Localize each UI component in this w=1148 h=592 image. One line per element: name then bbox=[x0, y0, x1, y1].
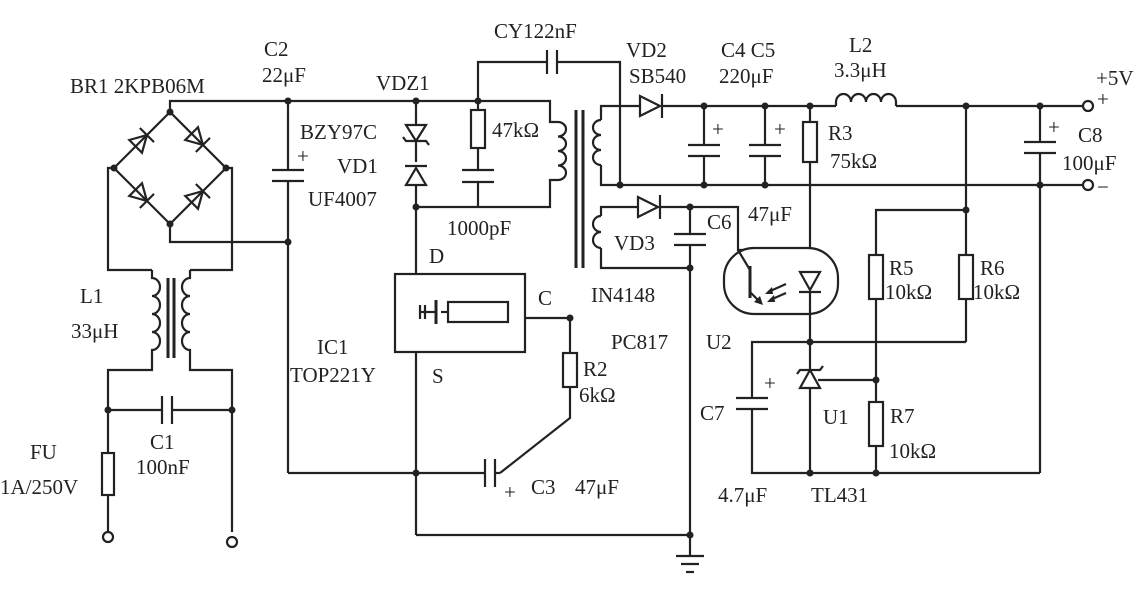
c7-value-label: 4.7μF bbox=[718, 483, 767, 507]
tl431-label: TL431 bbox=[811, 483, 868, 507]
r7-value-label: 10kΩ bbox=[889, 439, 936, 463]
cy-label: CY122nF bbox=[494, 19, 577, 43]
sb540-label: SB540 bbox=[629, 64, 686, 88]
resistor-r2 bbox=[499, 318, 579, 474]
c3-name-label: C3 bbox=[531, 475, 556, 499]
in4148-label: IN4148 bbox=[591, 283, 655, 307]
resistor-r6 bbox=[957, 253, 975, 342]
c2-plus-sign: + bbox=[297, 144, 309, 168]
bridge-rectifier-br1 bbox=[110, 108, 230, 228]
shunt-regulator-u1 bbox=[796, 292, 880, 477]
u2-label: U2 bbox=[706, 330, 732, 354]
resistor-r7 bbox=[867, 400, 885, 473]
flyback-transformer bbox=[557, 104, 1083, 270]
output-terminal-positive bbox=[1081, 99, 1095, 113]
inductor-l2 bbox=[806, 92, 1083, 110]
capacitor-c3 bbox=[288, 459, 500, 487]
ic1-name-label: IC1 bbox=[317, 335, 349, 359]
capacitor-c8 bbox=[1024, 106, 1056, 473]
fu-value-label: 1A/250V bbox=[0, 475, 78, 499]
uf4007-label: UF4007 bbox=[308, 187, 377, 211]
pc817-label: PC817 bbox=[611, 330, 668, 354]
ac-input-terminal-right bbox=[225, 535, 239, 549]
c3-plus-sign: + bbox=[504, 480, 516, 504]
ic1-part-label: TOP221Y bbox=[290, 363, 376, 387]
u1-label: U1 bbox=[823, 405, 849, 429]
output-terminal-negative bbox=[1081, 178, 1095, 192]
capacitor-c2 bbox=[272, 97, 304, 473]
r47k-label: 47kΩ bbox=[492, 118, 539, 142]
c1-name-label: C1 bbox=[150, 430, 175, 454]
capacitor-c4 bbox=[688, 102, 720, 189]
c5-plus-sign: + bbox=[774, 117, 786, 141]
c1000p-label: 1000pF bbox=[447, 216, 511, 240]
vd1-label: VD1 bbox=[337, 154, 378, 178]
r3-name-label: R3 bbox=[828, 121, 853, 145]
c7-name-label: C7 bbox=[700, 401, 725, 425]
r7-name-label: R7 bbox=[890, 404, 915, 428]
snubber-resistor-47k bbox=[469, 97, 487, 170]
r6-name-label: R6 bbox=[980, 256, 1005, 280]
c4c5-name-label: C4 C5 bbox=[721, 38, 775, 62]
r5-name-label: R5 bbox=[889, 256, 914, 280]
ic1-top221y bbox=[393, 207, 574, 535]
output-minus-sign: − bbox=[1097, 175, 1109, 199]
ac-input-terminal-left bbox=[101, 530, 115, 544]
bzy97c-label: BZY97C bbox=[300, 120, 377, 144]
resistor-r3 bbox=[801, 106, 819, 262]
capacitor-c5 bbox=[749, 102, 781, 189]
c2-value-label: 22μF bbox=[262, 63, 306, 87]
c2-name-label: C2 bbox=[264, 37, 289, 61]
c3-value-label: 47μF bbox=[575, 475, 619, 499]
inductor-l1 bbox=[106, 270, 234, 532]
vd3-label: VD3 bbox=[614, 231, 655, 255]
c6-label: C6 bbox=[707, 210, 732, 234]
r6-value-label: 10kΩ bbox=[973, 280, 1020, 304]
capacitor-c7 bbox=[736, 340, 1040, 477]
c4c5-value-label: 220μF bbox=[719, 64, 773, 88]
vd2-label: VD2 bbox=[626, 38, 667, 62]
c8-plus-sign: + bbox=[1048, 115, 1060, 139]
c7-plus-sign: + bbox=[764, 371, 776, 395]
output-plus-sign: + bbox=[1097, 87, 1109, 111]
resistor-r5 bbox=[867, 253, 885, 402]
snubber-bus-bottom bbox=[416, 178, 558, 209]
divider-top-bus bbox=[874, 208, 966, 255]
ic1-pin-c: C bbox=[538, 286, 552, 310]
r2-name-label: R2 bbox=[583, 357, 608, 381]
l2-name-label: L2 bbox=[849, 33, 872, 57]
zener-vdz1 bbox=[402, 101, 430, 162]
capacitor-c6 bbox=[674, 207, 706, 535]
fuse-fu bbox=[100, 451, 116, 532]
capacitor-c1 bbox=[104, 396, 236, 424]
fu-name-label: FU bbox=[30, 440, 57, 464]
c4-plus-sign: + bbox=[712, 117, 724, 141]
c8-name-label: C8 bbox=[1078, 123, 1103, 147]
br1-label: BR1 2KPB06M bbox=[70, 74, 205, 98]
c8-value-label: 100μF bbox=[1062, 151, 1116, 175]
ic1-pin-s: S bbox=[432, 364, 444, 388]
r5-value-label: 10kΩ bbox=[885, 280, 932, 304]
ic1-pin-d: D bbox=[429, 244, 444, 268]
vdz1-label: VDZ1 bbox=[376, 71, 430, 95]
c6-value-label: 47μF bbox=[748, 202, 792, 226]
ground-symbol bbox=[416, 531, 704, 574]
r2-value-label: 6kΩ bbox=[579, 383, 616, 407]
l2-value-label: 3.3μH bbox=[834, 58, 887, 82]
r3-value-label: 75kΩ bbox=[830, 149, 877, 173]
optocoupler-pc817 bbox=[722, 246, 840, 316]
output-voltage-label: +5V bbox=[1096, 66, 1134, 90]
snubber-capacitor-1000pf bbox=[462, 168, 494, 207]
capacitor-cy bbox=[476, 50, 622, 185]
l1-name-label: L1 bbox=[80, 284, 103, 308]
l1-value-label: 33μH bbox=[71, 319, 118, 343]
diode-vd1 bbox=[404, 97, 428, 207]
bridge-wiring bbox=[106, 99, 478, 272]
snubber-bus-top bbox=[478, 99, 558, 124]
c1-value-label: 100nF bbox=[136, 455, 190, 479]
